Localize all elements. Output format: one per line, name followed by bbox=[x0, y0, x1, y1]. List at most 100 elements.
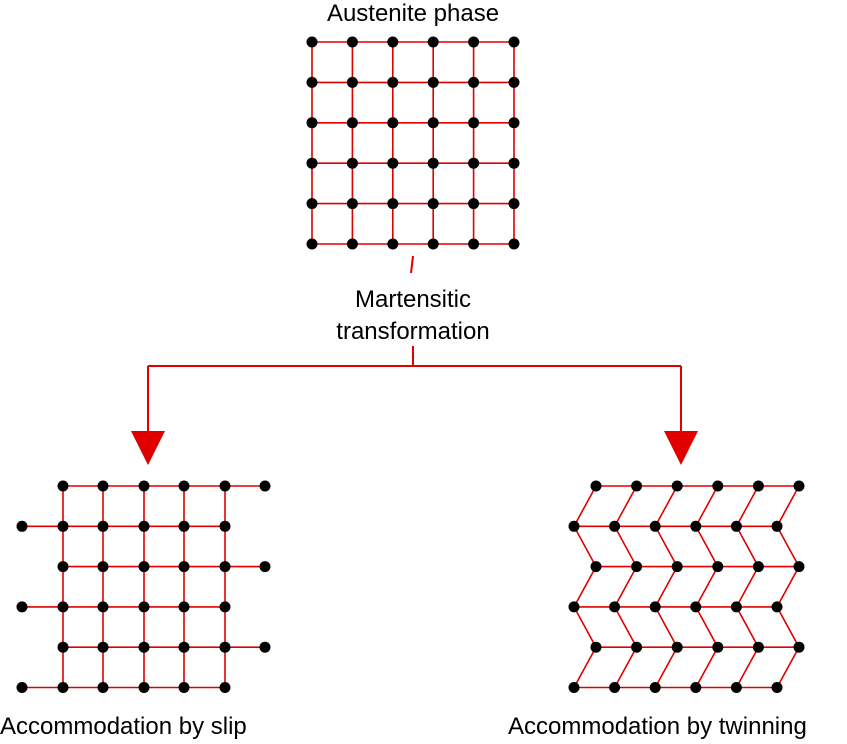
bond bbox=[654, 485, 678, 527]
atom bbox=[631, 480, 643, 492]
bond bbox=[654, 606, 678, 648]
atom bbox=[57, 561, 69, 573]
bond bbox=[613, 646, 638, 688]
atom bbox=[57, 480, 69, 492]
atom bbox=[590, 641, 602, 653]
atom bbox=[508, 117, 520, 129]
atom bbox=[97, 641, 109, 653]
atom bbox=[508, 76, 520, 88]
atom bbox=[306, 117, 318, 129]
bond bbox=[654, 646, 678, 688]
atom bbox=[346, 117, 358, 129]
austenite-phase-label: Austenite phase bbox=[326, 0, 500, 27]
atom bbox=[508, 238, 520, 250]
atom bbox=[306, 157, 318, 169]
atom bbox=[690, 520, 702, 532]
atom bbox=[568, 682, 580, 693]
atom bbox=[346, 76, 358, 88]
atom bbox=[387, 238, 399, 250]
atom bbox=[97, 601, 109, 613]
bond bbox=[654, 566, 678, 608]
atom bbox=[16, 520, 28, 532]
atom bbox=[138, 520, 150, 532]
atom bbox=[649, 601, 661, 613]
atom bbox=[387, 117, 399, 129]
atom bbox=[730, 682, 742, 693]
atom bbox=[712, 480, 724, 492]
atom bbox=[590, 561, 602, 573]
atom bbox=[730, 601, 742, 613]
atom bbox=[508, 198, 520, 210]
atom bbox=[138, 480, 150, 492]
atom bbox=[793, 561, 805, 573]
atom bbox=[427, 76, 439, 88]
atom bbox=[568, 520, 580, 532]
atom bbox=[306, 36, 318, 48]
atom bbox=[387, 76, 399, 88]
bond bbox=[695, 485, 719, 527]
atom bbox=[57, 520, 69, 532]
atom bbox=[16, 601, 28, 613]
transformation-arrows bbox=[131, 255, 698, 465]
atom bbox=[97, 520, 109, 532]
bond bbox=[776, 606, 800, 648]
atom bbox=[712, 641, 724, 653]
atom bbox=[387, 157, 399, 169]
atom bbox=[671, 561, 683, 573]
atom bbox=[57, 682, 69, 693]
martensitic-label-line1: Martensitic bbox=[354, 286, 472, 313]
atom bbox=[97, 480, 109, 492]
atom bbox=[138, 682, 150, 693]
atom bbox=[427, 238, 439, 250]
atom bbox=[97, 682, 109, 693]
atom bbox=[609, 520, 621, 532]
atom bbox=[508, 36, 520, 48]
bond bbox=[776, 646, 800, 688]
atom bbox=[219, 480, 231, 492]
atom bbox=[219, 520, 231, 532]
atom bbox=[468, 36, 480, 48]
atom bbox=[306, 76, 318, 88]
atom bbox=[178, 520, 190, 532]
atom bbox=[387, 198, 399, 210]
atom bbox=[631, 641, 643, 653]
atom bbox=[752, 480, 764, 492]
atom bbox=[259, 480, 271, 492]
atom bbox=[427, 36, 439, 48]
bond bbox=[573, 646, 597, 688]
arrowhead-left bbox=[131, 431, 165, 465]
atom bbox=[508, 157, 520, 169]
atom bbox=[468, 157, 480, 169]
atom bbox=[690, 682, 702, 693]
atom bbox=[346, 157, 358, 169]
atom bbox=[752, 561, 764, 573]
bond bbox=[735, 646, 760, 688]
atom bbox=[712, 561, 724, 573]
arrowhead-right bbox=[664, 431, 698, 465]
bond bbox=[613, 566, 638, 608]
twinning-lattice bbox=[568, 480, 805, 693]
atom bbox=[138, 601, 150, 613]
bond bbox=[613, 525, 638, 567]
atom bbox=[671, 641, 683, 653]
bond bbox=[573, 566, 597, 608]
atom bbox=[346, 36, 358, 48]
bond bbox=[695, 606, 719, 648]
atom bbox=[427, 157, 439, 169]
atom bbox=[793, 480, 805, 492]
bond bbox=[573, 525, 597, 567]
atom bbox=[178, 641, 190, 653]
atom bbox=[97, 561, 109, 573]
atom bbox=[346, 198, 358, 210]
bond bbox=[776, 566, 800, 608]
twinning-label: Accommodation by twinning bbox=[508, 713, 807, 740]
atom bbox=[219, 561, 231, 573]
atom bbox=[346, 238, 358, 250]
bond bbox=[573, 485, 597, 527]
martensitic-label-line2: transformation bbox=[336, 318, 490, 345]
atom bbox=[57, 601, 69, 613]
bond bbox=[776, 485, 800, 527]
bond bbox=[613, 606, 638, 648]
atom bbox=[138, 641, 150, 653]
atom bbox=[219, 641, 231, 653]
